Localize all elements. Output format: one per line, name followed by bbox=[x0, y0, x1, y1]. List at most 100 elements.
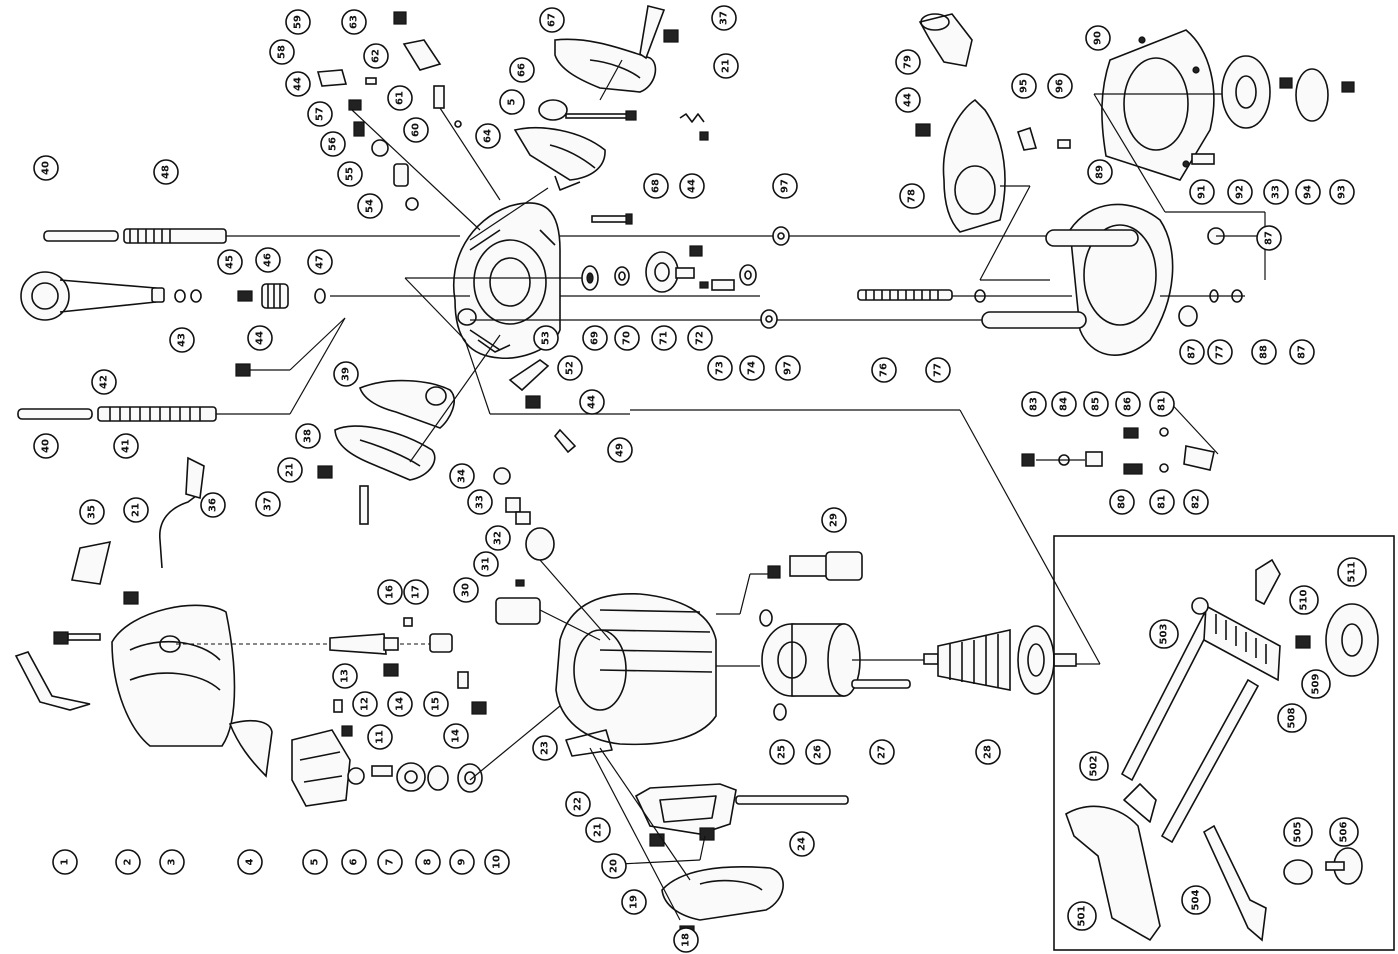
callout-54: 54 bbox=[357, 193, 383, 219]
callout-21: 21 bbox=[585, 817, 611, 843]
callout-circle bbox=[1067, 901, 1097, 931]
callout-circle bbox=[1337, 557, 1367, 587]
callout-number: 31 bbox=[481, 557, 492, 571]
cover-plate-90 bbox=[1101, 29, 1215, 181]
screw-57 bbox=[353, 121, 365, 137]
callout-circle bbox=[217, 249, 243, 275]
callout-number: 94 bbox=[1303, 185, 1314, 199]
callout-number: 20 bbox=[609, 859, 620, 873]
callout-number: 87 bbox=[1297, 345, 1308, 359]
screw-37-top bbox=[639, 5, 666, 60]
callout-number: 49 bbox=[615, 443, 626, 457]
callout-number: 15 bbox=[431, 697, 442, 711]
nut-44-col bbox=[348, 99, 362, 111]
callout-92: 92 bbox=[1227, 179, 1253, 205]
callout-40: 40 bbox=[33, 155, 59, 181]
bearing-69 bbox=[581, 265, 599, 291]
callout-20: 20 bbox=[601, 853, 627, 879]
callout-28: 28 bbox=[975, 739, 1001, 765]
callout-94: 94 bbox=[1295, 179, 1321, 205]
callout-circle bbox=[1251, 339, 1277, 365]
bushing-55 bbox=[393, 163, 409, 187]
terminal-29 bbox=[767, 551, 863, 581]
bolt-49 bbox=[553, 428, 577, 454]
callout-circle bbox=[1301, 669, 1331, 699]
callout-number: 1 bbox=[60, 858, 71, 865]
callout-number: 87 bbox=[1187, 345, 1198, 359]
callout-501: 501 bbox=[1067, 901, 1097, 931]
nut-505 bbox=[1283, 859, 1313, 885]
callout-74: 74 bbox=[739, 355, 765, 381]
callout-circle bbox=[895, 49, 921, 75]
callout-circle bbox=[539, 7, 565, 33]
switch-5-top bbox=[538, 99, 637, 121]
callout-circle bbox=[1227, 179, 1253, 205]
callout-60: 60 bbox=[403, 117, 429, 143]
callout-number: 69 bbox=[590, 331, 601, 345]
guide-bar-508 bbox=[1203, 604, 1281, 682]
rod-24 bbox=[735, 795, 849, 805]
callout-circle bbox=[115, 849, 141, 875]
callout-63: 63 bbox=[341, 9, 367, 35]
callout-number: 13 bbox=[340, 669, 351, 683]
callout-52: 52 bbox=[557, 355, 583, 381]
dust-port-79 bbox=[918, 13, 973, 67]
callout-10: 10 bbox=[484, 849, 510, 875]
callout-67: 67 bbox=[539, 7, 565, 33]
screw-86 bbox=[1123, 427, 1139, 439]
callout-510: 510 bbox=[1289, 585, 1319, 615]
callout-number: 17 bbox=[411, 585, 422, 599]
callout-number: 511 bbox=[1347, 562, 1358, 583]
callout-circle bbox=[1295, 179, 1321, 205]
callout-number: 503 bbox=[1159, 624, 1170, 645]
callout-number: 84 bbox=[1059, 397, 1070, 411]
callout-circle bbox=[499, 89, 525, 115]
callout-91: 91 bbox=[1189, 179, 1215, 205]
callout-circle bbox=[899, 183, 925, 209]
callout-511: 511 bbox=[1337, 557, 1367, 587]
screw-20 bbox=[699, 827, 715, 841]
callout-circle bbox=[377, 579, 403, 605]
callout-circle bbox=[33, 433, 59, 459]
callout-circle bbox=[1079, 751, 1109, 781]
callout-circle bbox=[1083, 391, 1109, 417]
callout-number: 46 bbox=[263, 253, 274, 267]
callout-34: 34 bbox=[449, 463, 475, 489]
guide-rod-upper bbox=[43, 228, 460, 244]
callout-14: 14 bbox=[443, 723, 469, 749]
callout-number: 28 bbox=[983, 745, 994, 759]
callout-number: 87 bbox=[1264, 231, 1275, 245]
callout-circle bbox=[1047, 73, 1073, 99]
callout-27: 27 bbox=[869, 739, 895, 765]
screw-7 bbox=[371, 765, 393, 777]
callout-number: 11 bbox=[375, 730, 386, 744]
callout-9: 9 bbox=[449, 849, 475, 875]
callout-circle bbox=[1087, 159, 1113, 185]
callout-505: 505 bbox=[1283, 817, 1313, 847]
callout-80: 80 bbox=[1109, 489, 1135, 515]
callout-number: 43 bbox=[177, 333, 188, 347]
callout-circle bbox=[579, 389, 605, 415]
callout-number: 97 bbox=[780, 179, 791, 193]
callout-70: 70 bbox=[614, 325, 640, 351]
rod-502 bbox=[1120, 612, 1260, 844]
callout-number: 27 bbox=[877, 745, 888, 759]
callout-40: 40 bbox=[33, 433, 59, 459]
spring-85 bbox=[1085, 451, 1103, 467]
callout-circle bbox=[769, 739, 795, 765]
collet-506 bbox=[1325, 847, 1363, 885]
callout-circle bbox=[582, 325, 608, 351]
callout-66: 66 bbox=[509, 57, 535, 83]
callout-circle bbox=[772, 173, 798, 199]
nut-74 bbox=[739, 264, 757, 286]
guide-rod-lower bbox=[17, 317, 346, 422]
callout-37: 37 bbox=[711, 5, 737, 31]
callout-44: 44 bbox=[895, 87, 921, 113]
callout-circle bbox=[805, 739, 831, 765]
callout-circle bbox=[739, 355, 765, 381]
callout-68: 68 bbox=[643, 173, 669, 199]
callout-81: 81 bbox=[1149, 489, 1175, 515]
callout-46: 46 bbox=[255, 247, 281, 273]
callout-number: 40 bbox=[41, 161, 52, 175]
callout-circle bbox=[363, 43, 389, 69]
